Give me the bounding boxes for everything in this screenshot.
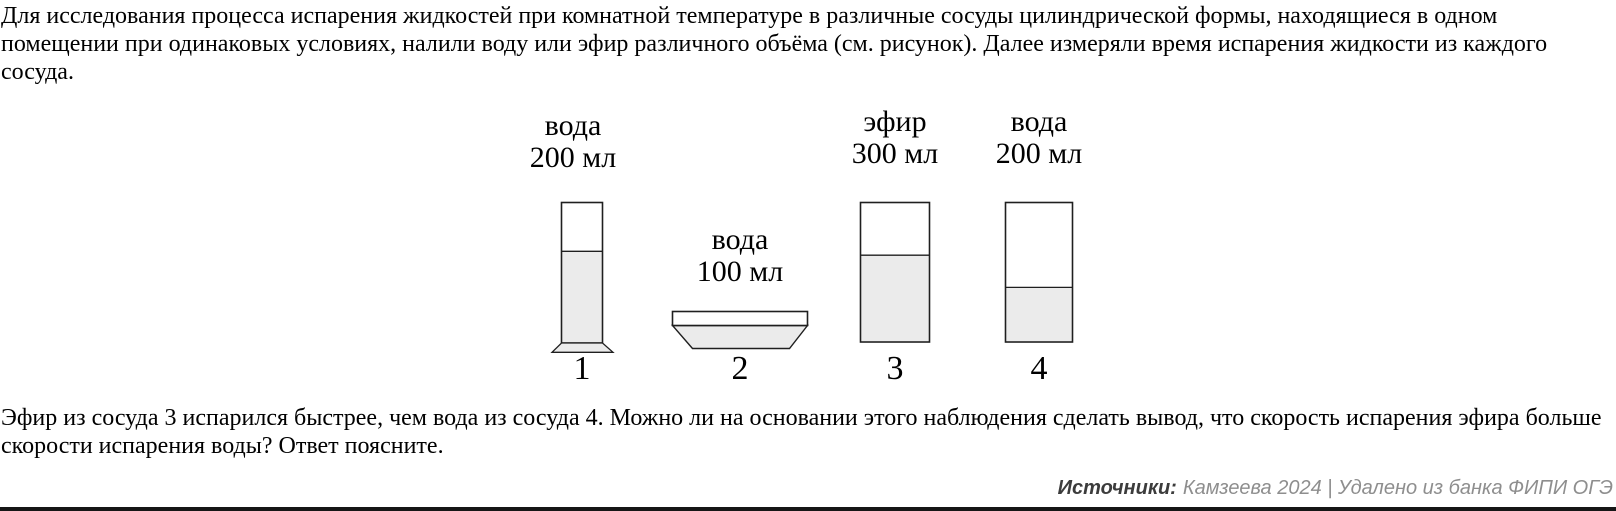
- question-line-2: скорости испарения воды? Ответ поясните.: [1, 433, 444, 459]
- vessel-3-body: [859, 201, 931, 343]
- problem-question: Эфир из сосуда 3 испарился быстрее, чем …: [1, 404, 1616, 460]
- problem-statement: Для исследования процесса испарения жидк…: [1, 2, 1616, 86]
- statement-line-2: помещении при одинаковых условиях, налил…: [1, 31, 1548, 57]
- vessel-3-liquid-name: эфир: [863, 105, 927, 138]
- vessel-3-label: эфир 300 мл: [820, 106, 970, 170]
- vessel-2-dish: [670, 324, 809, 350]
- vessel-4-volume: 200 мл: [995, 137, 1083, 170]
- vessel-1-volume: 200 мл: [529, 141, 617, 174]
- vessel-1-liquid: [562, 251, 602, 342]
- vessel-3-volume: 300 мл: [851, 137, 939, 170]
- vessel-4-number: 4: [1030, 350, 1048, 387]
- vessel-4-liquid: [1006, 287, 1072, 341]
- question-line-1: Эфир из сосуда 3 испарился быстрее, чем …: [1, 405, 1602, 431]
- vessels-drawing: [550, 201, 1074, 353]
- source-attribution: Источники:Камзеева 2024 | Удалено из бан…: [1058, 476, 1613, 500]
- vessel-1-number: 1: [573, 350, 591, 387]
- vessel-4-body: [1004, 201, 1074, 343]
- vessel-1-liquid-name: вода: [544, 109, 602, 142]
- source-text: Камзеева 2024 | Удалено из банка ФИПИ ОГ…: [1182, 477, 1613, 499]
- vessel-2-rim: [671, 310, 809, 327]
- vessel-1-label: вода 200 мл: [498, 110, 648, 174]
- vessel-3-liquid: [861, 255, 929, 341]
- source-label: Источники:: [1057, 477, 1177, 499]
- vessel-1-base: [550, 342, 615, 353]
- vessel-4-label: вода 200 мл: [964, 106, 1114, 170]
- vessel-2-number: 2: [731, 350, 749, 387]
- vessel-2-volume: 100 мл: [696, 255, 784, 288]
- statement-line-3: сосуда.: [1, 59, 74, 85]
- vessel-3-number: 3: [886, 350, 904, 387]
- vessel-2-label: вода 100 мл: [665, 224, 815, 288]
- vessel-2-liquid-name: вода: [711, 223, 769, 256]
- vessel-4-liquid-name: вода: [1010, 105, 1068, 138]
- statement-line-1: Для исследования процесса испарения жидк…: [1, 3, 1498, 29]
- bottom-divider: [0, 507, 1616, 511]
